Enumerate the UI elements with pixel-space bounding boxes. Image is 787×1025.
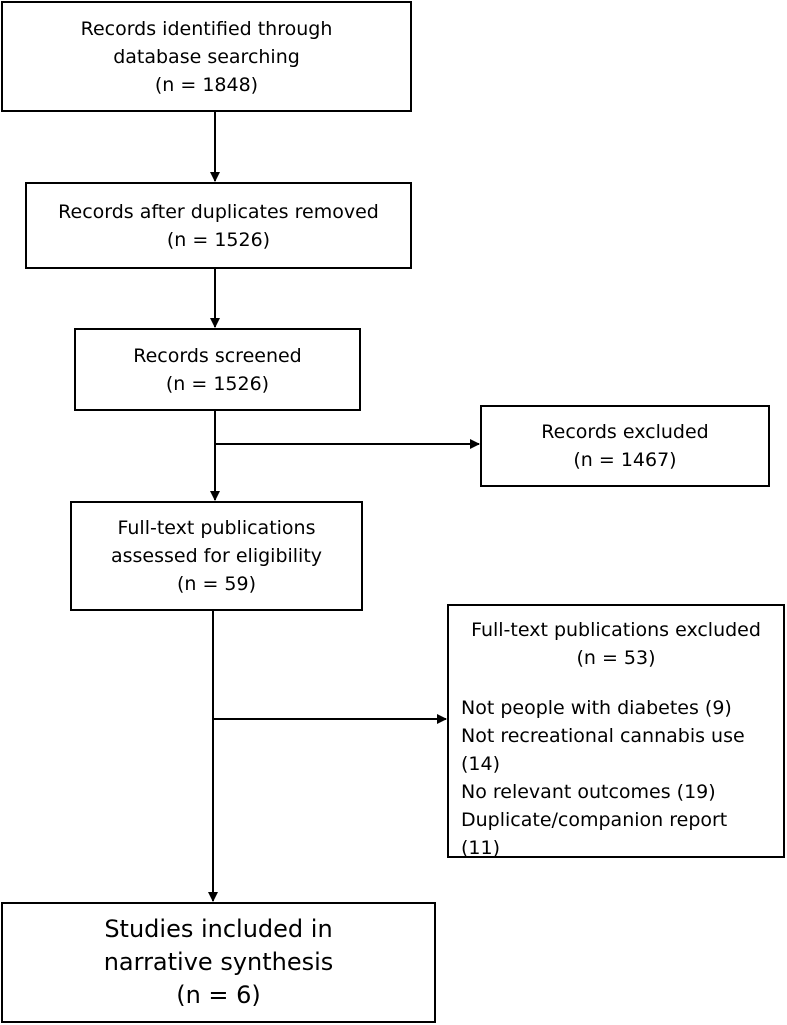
- records-after-duplicates-count: (n = 1526): [166, 228, 271, 251]
- records-excluded-count: (n = 1467): [573, 449, 677, 471]
- records-after-duplicates-box: Records after duplicates removed (n = 15…: [25, 182, 412, 269]
- exclusion-reason: Not people with diabetes (9): [461, 697, 732, 719]
- records-screened-label: Records screened: [133, 344, 302, 367]
- fulltext-excluded-count: (n = 53): [576, 647, 656, 669]
- records-after-duplicates-label: Records after duplicates removed: [58, 200, 379, 223]
- records-identified-box: Records identified through database sear…: [1, 1, 412, 112]
- fulltext-assessed-box: Full-text publications assessed for elig…: [70, 501, 363, 611]
- records-excluded-label: Records excluded: [541, 421, 709, 443]
- records-identified-line1: Records identified through: [80, 17, 333, 40]
- studies-included-line1: Studies included in: [104, 915, 333, 943]
- studies-included-box: Studies included in narrative synthesis …: [1, 902, 436, 1023]
- fulltext-excluded-label: Full-text publications excluded: [471, 619, 761, 641]
- studies-included-count: (n = 6): [176, 981, 261, 1009]
- exclusion-reason: (14): [461, 753, 501, 775]
- records-identified-line2: database searching: [113, 45, 300, 68]
- fulltext-assessed-line1: Full-text publications: [117, 517, 316, 539]
- studies-included-line2: narrative synthesis: [103, 948, 334, 976]
- fulltext-excluded-box: Full-text publications excluded (n = 53)…: [447, 604, 785, 859]
- records-screened-box: Records screened (n = 1526): [74, 328, 361, 411]
- exclusion-reason: No relevant outcomes (19): [461, 781, 716, 803]
- exclusion-reasons-list: Not people with diabetes (9) Not recreat…: [449, 694, 783, 862]
- exclusion-reason: Not recreational cannabis use: [461, 725, 745, 747]
- fulltext-excluded-header: Full-text publications excluded (n = 53): [471, 616, 761, 672]
- exclusion-reason: Duplicate/companion report: [461, 809, 728, 831]
- records-excluded-box: Records excluded (n = 1467): [480, 405, 770, 487]
- exclusion-reason: (11): [461, 837, 501, 859]
- fulltext-assessed-count: (n = 59): [176, 573, 257, 595]
- fulltext-assessed-line2: assessed for eligibility: [110, 545, 323, 567]
- records-screened-count: (n = 1526): [165, 372, 270, 395]
- records-identified-count: (n = 1848): [154, 73, 259, 96]
